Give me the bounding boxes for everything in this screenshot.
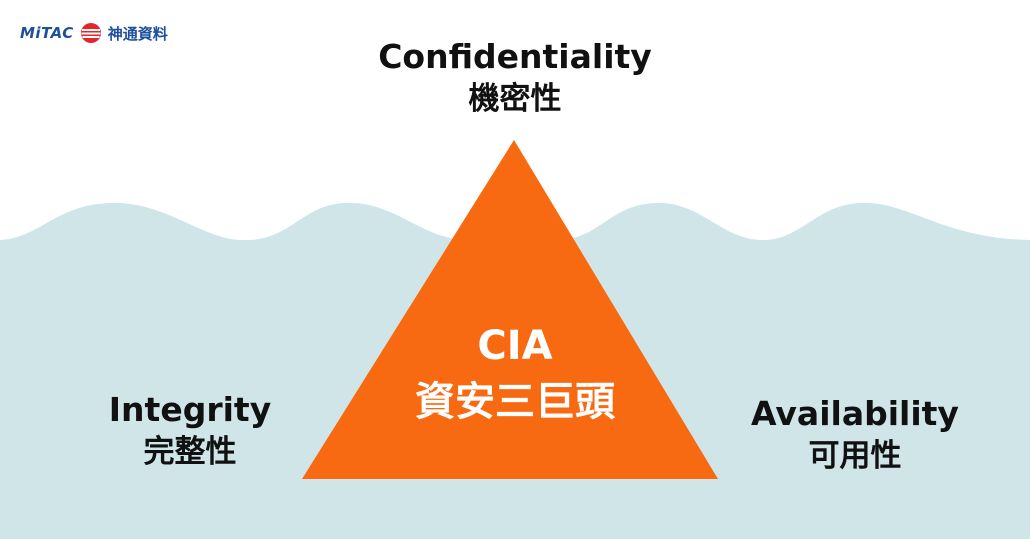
cia-subtitle: 資安三巨頭 [415,379,615,425]
availability-label: Availability 可用性 [730,393,980,477]
confidentiality-label: Confidentiality 機密性 [315,36,715,120]
availability-en: Availability [751,394,959,433]
cia-title: CIA [477,323,553,369]
logo-wordmark: MiTAC [20,24,74,42]
confidentiality-zh: 機密性 [468,81,562,117]
mitac-logo: MiTAC 神通資料 [20,22,168,44]
confidentiality-en: Confidentiality [378,37,652,76]
integrity-label: Integrity 完整性 [60,389,320,473]
integrity-zh: 完整性 [143,434,237,470]
cia-triangle [302,140,718,479]
logo-chinese-name: 神通資料 [107,24,168,43]
integrity-en: Integrity [108,390,272,429]
cia-center-label: CIA 資安三巨頭 [365,318,665,430]
availability-zh: 可用性 [808,438,902,474]
logo-globe-icon [80,23,101,43]
